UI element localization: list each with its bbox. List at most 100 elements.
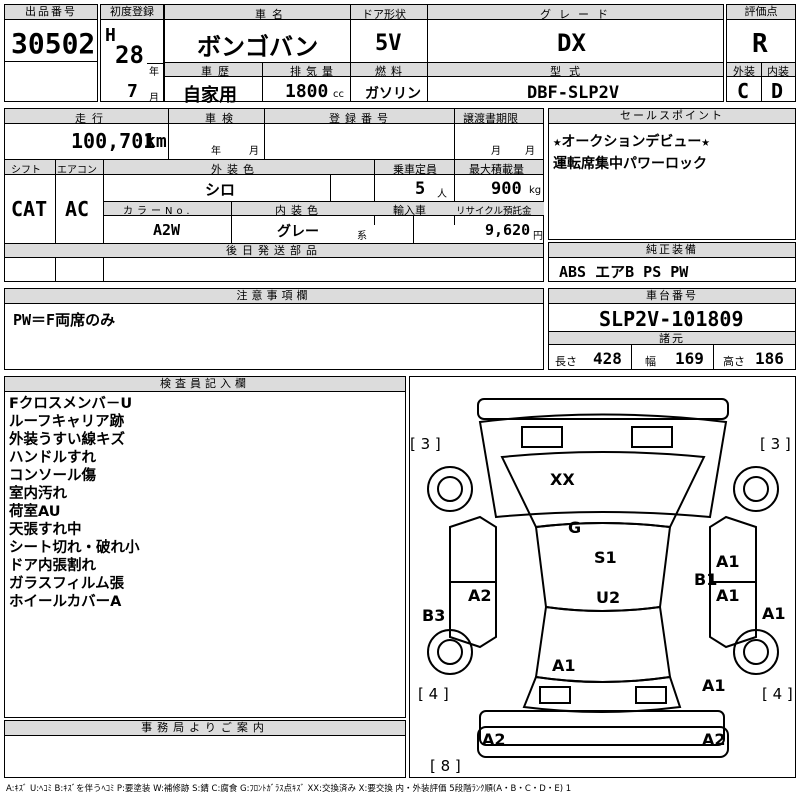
aircon-value: AC	[65, 197, 90, 221]
length-value: 428	[593, 349, 622, 368]
height-value: 186	[755, 349, 784, 368]
mileage-header: 走行	[75, 112, 109, 125]
damage-mark: A2	[468, 586, 492, 605]
legend-text: A:ｷｽﾞ U:ﾍｺﾐ B:ｷｽﾞを伴うﾍｺﾐ P:要塗装 W:補修跡 S:錆 …	[6, 784, 572, 794]
options-box: 純正装備 ABS エアB PS PW	[548, 242, 796, 282]
month-value: 7	[127, 81, 138, 102]
first-registration-box: 初度登録 H 28 年 7 月	[100, 4, 164, 104]
ext-color-value: シロ	[205, 181, 236, 199]
damage-mark: B1	[694, 570, 717, 589]
damage-mark: XX	[550, 470, 575, 489]
model-header: 型式	[550, 65, 588, 78]
grade-header: グレード	[540, 8, 616, 21]
car-info-box: 車名 ドア形状 グレード ボンゴバン 5V DX 車歴 排気量 燃料 型式 自家…	[164, 4, 724, 106]
damage-mark: [ 3 ]	[410, 435, 441, 453]
damage-mark: U2	[596, 588, 620, 607]
displacement-header: 排気量	[290, 65, 338, 78]
transfer-day-unit: 月	[525, 146, 535, 157]
inspector-note: ハンドルすれ	[9, 450, 96, 466]
exterior-value: C	[737, 79, 750, 103]
inspector-note: Fクロスメンバ－U	[9, 396, 133, 412]
door-header: ドア形状	[362, 8, 406, 21]
damage-mark: A2	[482, 730, 506, 749]
notes-box: 注意事項欄 PW＝F両席のみ	[4, 288, 544, 370]
yen-unit: 円	[533, 231, 543, 242]
lot-number-box: 出品番号 30502	[4, 4, 98, 102]
displacement-value: 1800	[285, 81, 329, 102]
damage-mark: A1	[762, 604, 786, 623]
km-unit: km	[145, 131, 167, 152]
damage-mark: A1	[716, 552, 740, 571]
sales-point-2: 運転席集中パワーロック	[553, 156, 707, 172]
notes-value: PW＝F両席のみ	[13, 311, 116, 329]
transfer-month-unit: 月	[491, 146, 501, 157]
chassis-box: 車台番号 SLP2V-101809 諸元 長さ 428 幅 169 高さ 186	[548, 288, 796, 370]
inspector-note: ガラスフィルム張	[9, 576, 125, 592]
color-no-value: A2W	[153, 221, 181, 239]
capacity-value: 5	[415, 179, 426, 199]
fuel-header: 燃料	[375, 65, 407, 78]
transfer-header: 譲渡書期限	[463, 112, 518, 125]
sales-point-header: セールスポイント	[549, 109, 795, 124]
damage-mark: G	[568, 518, 581, 537]
first-registration-header: 初度登録	[101, 5, 163, 20]
recycle-header: リサイクル預託金	[456, 206, 532, 217]
capacity-header: 乗車定員	[393, 163, 437, 176]
damage-mark: A1	[552, 656, 576, 675]
office-box: 事務局よりご案内	[4, 720, 406, 778]
inspection-month-unit: 月	[249, 146, 259, 157]
lot-number-header: 出品番号	[5, 5, 97, 20]
int-color-value: グレー	[277, 224, 319, 240]
length-label: 長さ	[555, 355, 577, 368]
inspector-note: 室内汚れ	[9, 486, 67, 502]
color-no-header: カラーNo.	[123, 206, 194, 217]
shift-header: シフト	[11, 165, 41, 176]
max-load-header: 最大積載量	[469, 163, 524, 176]
max-load-value: 900	[491, 179, 522, 199]
era-value: H	[105, 25, 116, 46]
score-box: 評価点 R 外装 内装 C D	[726, 4, 796, 103]
inspection-year-unit: 年	[211, 146, 221, 157]
interior-header: 内装	[767, 65, 789, 78]
series-unit: 系	[357, 231, 367, 242]
office-header: 事務局よりご案内	[5, 721, 405, 736]
chassis-value: SLP2V-101809	[599, 307, 744, 331]
options-value: ABS エアB PS PW	[559, 263, 689, 281]
ext-color-header: 外装色	[211, 163, 259, 176]
score-value: R	[752, 29, 768, 59]
history-header: 車歴	[201, 65, 235, 78]
inspector-note: ルーフキャリア跡	[9, 414, 125, 430]
inspector-note: 天張すれ中	[9, 522, 82, 538]
options-header: 純正装備	[549, 243, 795, 258]
inspector-header: 検査員記入欄	[5, 377, 405, 392]
damage-mark: A1	[716, 586, 740, 605]
inspector-note: ドア内張割れ	[9, 558, 96, 574]
damage-mark: [ 4 ]	[762, 685, 793, 703]
cc-unit: cc	[333, 89, 344, 100]
width-value: 169	[675, 349, 704, 368]
damage-mark: B3	[422, 606, 445, 625]
aircon-header: エアコン	[57, 165, 97, 176]
reg-number-header: 登録番号	[329, 112, 393, 125]
grade-value: DX	[557, 29, 586, 57]
damage-mark: [ 8 ]	[430, 757, 461, 775]
score-header: 評価点	[727, 5, 795, 20]
year-unit: 年	[149, 67, 159, 78]
sales-point-1: ★オークションデビュー★	[553, 134, 710, 150]
later-parts-header: 後日発送部品	[5, 244, 543, 258]
fuel-value: ガソリン	[365, 86, 421, 102]
inspector-note: 荷室AU	[9, 504, 61, 520]
import-header: 輸入車	[393, 204, 426, 217]
car-name: ボンゴバン	[197, 33, 319, 61]
inspector-note: 外装うすい線キズ	[9, 432, 125, 448]
inspection-header: 車検	[205, 112, 239, 125]
damage-mark: [ 4 ]	[418, 685, 449, 703]
year-value: 28	[115, 41, 144, 69]
kg-unit: kg	[529, 185, 542, 196]
damage-mark: [ 3 ]	[760, 435, 791, 453]
lot-number: 30502	[11, 27, 96, 60]
